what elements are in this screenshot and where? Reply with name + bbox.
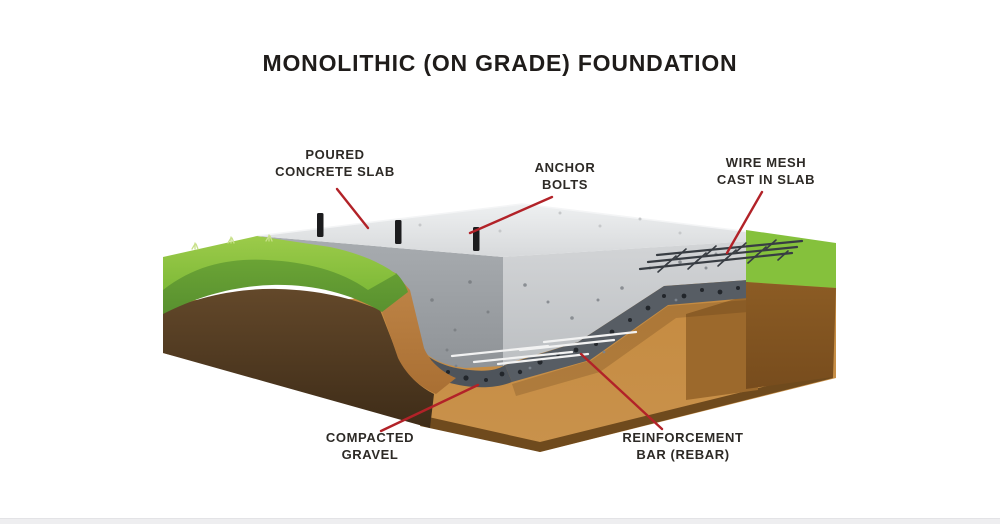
anchor-bolt-group (317, 213, 480, 251)
label-line: WIRE MESH (725, 155, 807, 170)
label-line: BAR (REBAR) (636, 447, 730, 462)
label-line: CAST IN SLAB (716, 172, 816, 187)
leader-anchor-bolts (468, 195, 554, 235)
anchor-bolt (395, 220, 402, 244)
anchor-bolt (473, 227, 480, 251)
label-poured-concrete-slab: POURED CONCRETE SLAB (235, 146, 435, 180)
grass-tufts (191, 234, 273, 250)
soil-left-front-face (163, 288, 434, 428)
label-line: REINFORCEMENT (622, 430, 744, 445)
leader-reinforcement-bar (579, 352, 664, 431)
concrete-slab-top-face (257, 204, 800, 257)
page-title: MONOLITHIC (ON GRADE) FOUNDATION (262, 50, 738, 76)
trench-inner-wall (686, 292, 758, 400)
label-line: BOLTS (541, 177, 589, 192)
label-line: COMPACTED (325, 430, 415, 445)
label-wire-mesh: WIRE MESH CAST IN SLAB (686, 154, 846, 188)
label-line: POURED (305, 147, 365, 162)
grass-right-face (746, 230, 836, 288)
rebar-rods (450, 330, 638, 366)
label-compacted-gravel: COMPACTED GRAVEL (290, 429, 450, 463)
anchor-bolt (317, 213, 324, 237)
concrete-slab-top-highlight (256, 203, 801, 239)
label-line: GRAVEL (341, 447, 399, 462)
soil-right-face (746, 282, 836, 389)
gravel-speckles (427, 286, 740, 382)
label-reinforcement-bar: REINFORCEMENT BAR (REBAR) (593, 429, 773, 463)
gravel-floor-shadow (512, 300, 748, 396)
leader-lines (335, 187, 764, 433)
trench-slope-face (377, 272, 456, 394)
label-line: CONCRETE SLAB (275, 164, 395, 179)
leader-compacted-gravel (379, 383, 480, 433)
grass-left-side-face (163, 258, 408, 314)
concrete-slab-side-face (257, 236, 503, 368)
label-anchor-bolts: ANCHOR BOLTS (495, 159, 635, 193)
grass-left-top-face (163, 236, 396, 290)
label-line: ANCHOR (534, 160, 596, 175)
leader-wire-mesh (725, 190, 764, 255)
leader-poured-concrete-slab (335, 187, 370, 230)
concrete-slab-cut-face (503, 238, 800, 366)
page-bottom-strip (0, 518, 1000, 524)
